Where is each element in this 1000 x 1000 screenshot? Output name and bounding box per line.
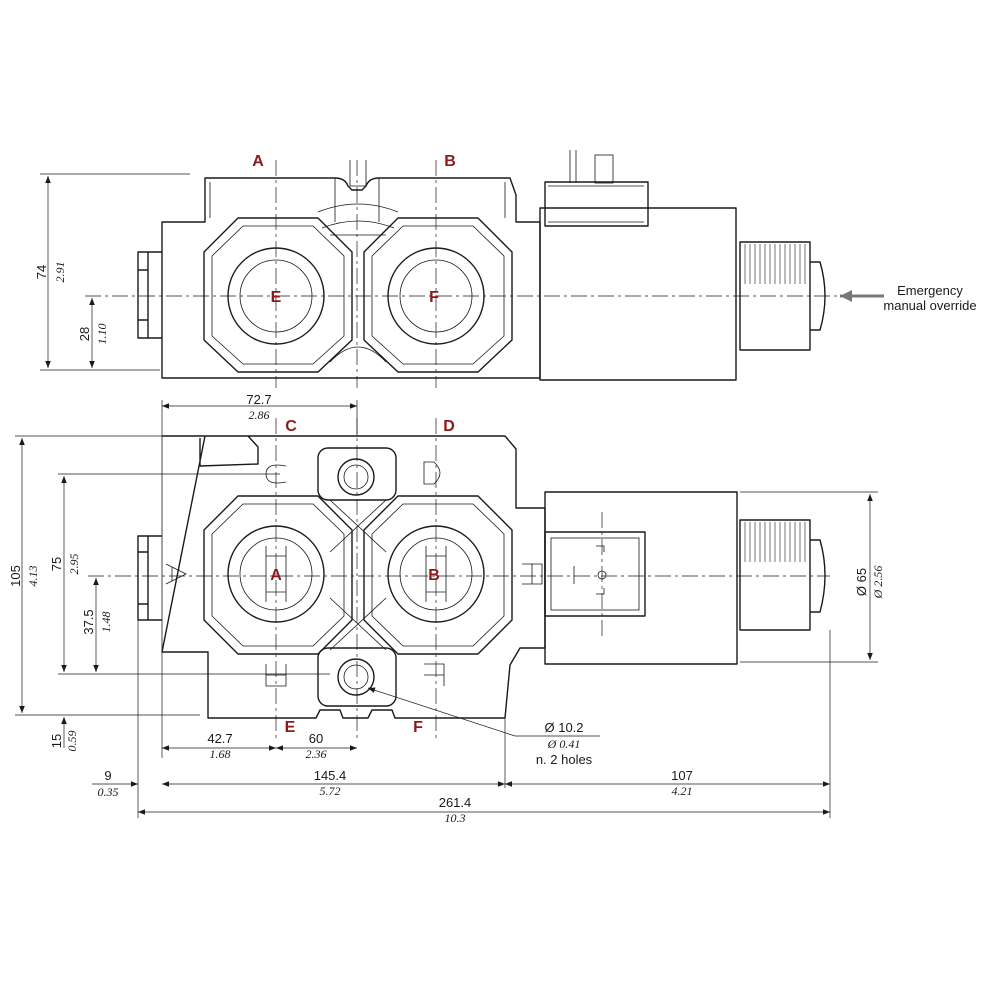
top-connector — [544, 181, 649, 227]
front-port-label-e: E — [285, 719, 296, 736]
engraved-f — [424, 663, 445, 686]
dim-105-in: 4.13 — [26, 566, 40, 587]
front-left-fitting — [137, 535, 162, 621]
dim-65-mm: Ø 65 — [854, 568, 869, 596]
dim-261-in: 10.3 — [445, 811, 466, 825]
top-left-fitting — [137, 251, 162, 339]
dim-28-in: 1.10 — [95, 324, 109, 345]
front-port-label-a: A — [270, 567, 282, 584]
dim-15-mm: 15 — [49, 734, 64, 748]
note-emergency: Emergency — [897, 283, 963, 298]
front-coil — [544, 491, 738, 665]
dim-75-mm: 75 — [49, 557, 64, 571]
front-lower-hole — [337, 658, 375, 696]
dim-74-in: 2.91 — [53, 262, 67, 283]
dim-60-in: 2.36 — [306, 747, 327, 761]
dim-9-in: 0.35 — [98, 785, 119, 799]
top-body-outline — [161, 177, 541, 379]
top-octagon-f — [363, 217, 513, 373]
dim-42-in: 1.68 — [210, 747, 231, 761]
dim-72-mm: 72.7 — [246, 392, 271, 407]
dim-75-in: 2.95 — [67, 554, 81, 575]
top-port-label-e: E — [271, 289, 282, 306]
front-connector — [544, 531, 646, 617]
dim-74-mm: 74 — [34, 265, 49, 279]
top-view: 74 2.91 28 1.10 A B E F Emergency manual… — [34, 150, 977, 388]
dim-145-mm: 145.4 — [314, 768, 347, 783]
note-manual-override: manual override — [883, 298, 976, 313]
dim-42-mm: 42.7 — [207, 731, 232, 746]
top-coil — [539, 207, 737, 381]
dim-37-mm: 37.5 — [81, 609, 96, 634]
top-octagon-e — [203, 217, 353, 373]
hole-dia-mm: Ø 10.2 — [544, 720, 583, 735]
front-upper-hole — [337, 458, 375, 496]
top-port-label-b: B — [444, 153, 456, 170]
front-port-label-f: F — [413, 719, 423, 736]
front-view: 72.7 2.86 105 4.13 75 2.95 37.5 1.48 15 … — [8, 392, 885, 825]
dim-9-mm: 9 — [104, 768, 111, 783]
dim-105-mm: 105 — [8, 565, 23, 587]
dim-107-mm: 107 — [671, 768, 693, 783]
engraved-d — [423, 461, 441, 485]
top-port-label-f: F — [429, 289, 439, 306]
top-connector-pin — [594, 154, 614, 184]
front-octagon-a — [203, 495, 353, 655]
dim-15-in: 0.59 — [65, 731, 79, 752]
top-port-label-a: A — [252, 153, 264, 170]
dim-37-in: 1.48 — [99, 612, 113, 633]
dim-60-mm: 60 — [309, 731, 323, 746]
front-knob — [739, 519, 811, 631]
engraved-b — [522, 563, 543, 585]
dim-28-mm: 28 — [77, 327, 92, 341]
front-port-label-c: C — [285, 418, 297, 435]
front-port-label-d: D — [443, 418, 455, 435]
dim-145-in: 5.72 — [320, 784, 341, 798]
dim-72-in: 2.86 — [249, 408, 270, 422]
front-port-label-b: B — [428, 567, 440, 584]
front-octagon-b — [363, 495, 513, 655]
hole-dia-in: Ø 0.41 — [547, 737, 581, 751]
hole-count: n. 2 holes — [536, 752, 593, 767]
dim-261-mm: 261.4 — [439, 795, 472, 810]
hole-leader — [367, 687, 600, 737]
engraved-a — [165, 563, 187, 585]
dim-65-in: Ø 2.56 — [871, 566, 885, 600]
dim-107-in: 4.21 — [672, 784, 693, 798]
front-body-outline — [161, 435, 546, 719]
